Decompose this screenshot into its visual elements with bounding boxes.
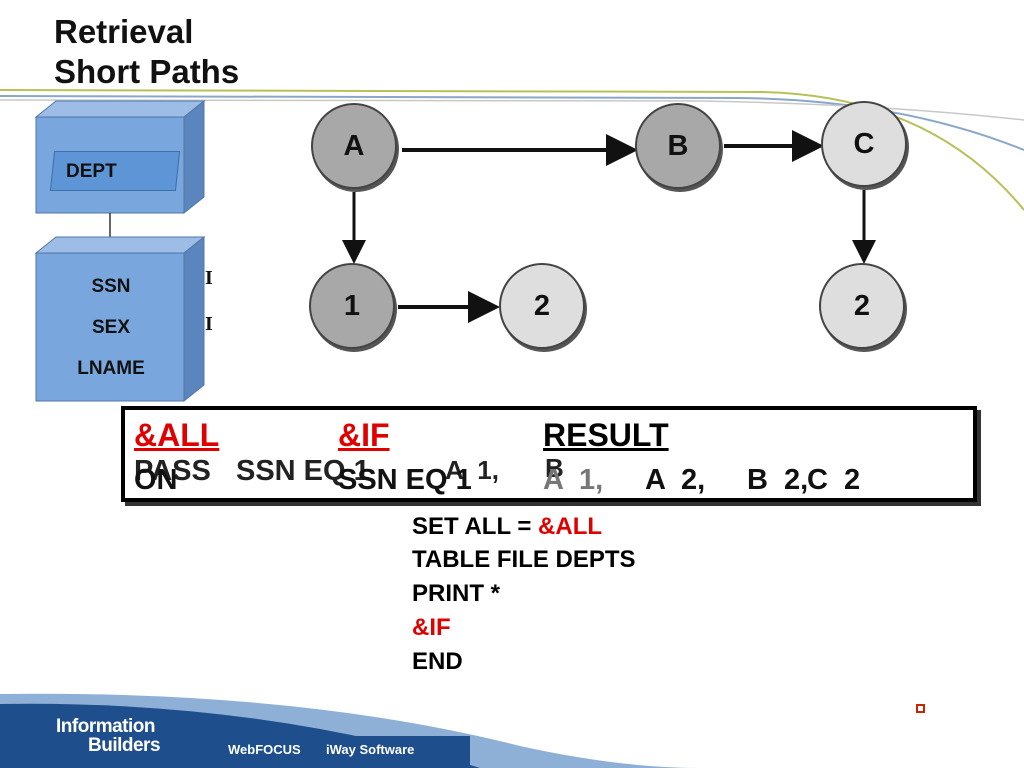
row-on-result-b2: B 2, xyxy=(747,464,809,496)
field-lname: LNAME xyxy=(77,358,145,379)
code-line-set-all: SET ALL = &ALL xyxy=(412,513,602,541)
index-indicator-ssn: I xyxy=(205,267,213,289)
slide-title: Retrieval Short Paths xyxy=(54,13,240,90)
header-all: &ALL xyxy=(134,417,220,453)
header-if: &IF xyxy=(338,417,390,453)
row-on-if: SSN EQ 1 xyxy=(338,464,472,496)
footer-webfocus: WebFOCUS xyxy=(228,742,301,757)
code-set-all-prefix: SET ALL = xyxy=(412,513,539,540)
code-set-all-var: &ALL xyxy=(538,513,603,540)
index-indicator-sex: I xyxy=(205,313,213,335)
node-arrows xyxy=(342,130,876,323)
node-a-2: 2 xyxy=(499,263,585,349)
row-pass-result-2: B xyxy=(545,453,564,483)
row-pass-if: SSN EQ 1 xyxy=(236,455,370,487)
field-sex: SEX xyxy=(91,317,131,338)
code-line-if: &IF xyxy=(412,614,451,641)
node-c: C xyxy=(821,101,907,187)
row-pass-all: PASS xyxy=(134,455,211,487)
dept-segment-name: DEPT xyxy=(66,161,117,182)
code-line-end: END xyxy=(412,648,463,675)
row-on-all: ON xyxy=(134,464,178,496)
footer-band xyxy=(0,693,700,768)
row-pass-result-1: A 1, xyxy=(445,455,499,485)
result-table xyxy=(121,406,977,502)
row-on-result-c2: C 2 xyxy=(807,464,861,496)
logo-builders: Builders xyxy=(88,735,161,756)
header-result: RESULT xyxy=(543,417,669,453)
node-b: B xyxy=(635,103,721,189)
node-a: A xyxy=(311,103,397,189)
node-c-2: 2 xyxy=(819,263,905,349)
logo-information: Information xyxy=(56,716,156,737)
code-line-table-file: TABLE FILE DEPTS xyxy=(412,546,636,573)
field-ssn: SSN xyxy=(91,276,131,297)
bullet-icon xyxy=(916,704,925,713)
node-a-1: 1 xyxy=(309,263,395,349)
code-line-print: PRINT * xyxy=(412,580,501,607)
segment-diagram xyxy=(34,99,206,403)
row-on-result-a2: A 2, xyxy=(645,464,706,496)
footer-iway-software: iWay Software xyxy=(326,742,415,757)
row-on-result-a1: A 1, xyxy=(543,464,604,496)
